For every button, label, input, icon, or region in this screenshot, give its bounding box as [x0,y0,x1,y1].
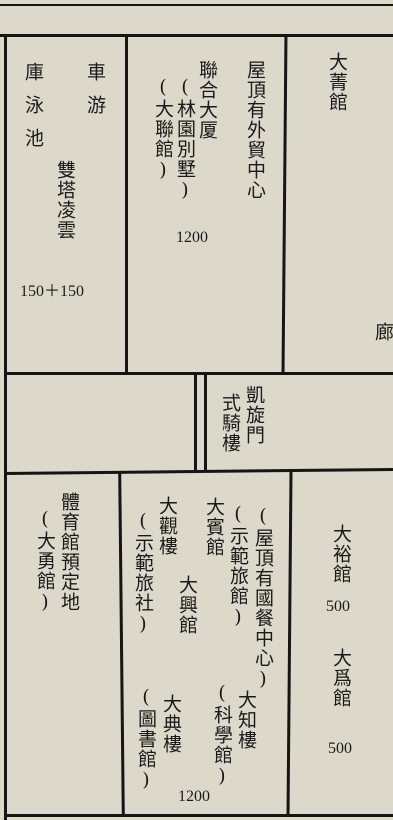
dawei-hall-label: 大爲館 [330,648,352,708]
top-border-line [0,4,393,6]
corridor-label: 廊 [372,322,393,342]
garage-pool-right: 車游 [84,62,106,128]
rooftop-restaurant-label: (屋頂有國餐中心) [252,505,274,691]
upper-divider-line [0,34,393,37]
left-border-line [4,34,7,820]
stadium-site-label: 體育館預定地 [58,492,80,612]
lianhe-building-size: 1200 [176,229,208,246]
dadian-building-label: 大典樓 [160,694,182,754]
middle-wall-1 [194,375,197,471]
dayu-hall-size: 500 [326,598,350,615]
lianhe-building-alt2: (大聯館) [152,76,174,182]
top-wall-2 [281,35,288,373]
daguan-building-label: 大觀樓 [156,496,178,556]
middle-wall-2 [204,375,207,471]
twin-towers-label: 雙塔凌雲 [54,160,76,240]
bottom-wall-2 [286,471,293,817]
garage-pool-left: 庫泳池 [22,62,44,161]
dayu-hall-label: 大裕館 [330,524,352,584]
daxing-hall-label: 大興館 [176,575,198,635]
bottom-border-line [4,814,393,817]
lianhe-building-alt1: (林園別墅) [174,76,196,202]
lianhe-building-label: 聯合大厦 [196,60,218,140]
dabin-hall-label: 大賓館 [203,497,225,557]
rooftop-trade-center-label: 屋頂有外貿中心 [244,60,266,200]
arcade-style-label: 式騎樓 [219,393,241,453]
daqing-hall-label: 大菁館 [326,52,348,112]
bottom-wall-1 [118,471,125,817]
triumphal-arch-label: 凱旋門 [243,385,265,445]
daguan-alt-label: (示範旅社) [132,510,154,636]
middle-band-top-line [4,372,393,375]
dazhi-building-label: 大知樓 [235,690,257,750]
stadium-alt-label: (大勇館) [34,508,56,614]
dawei-hall-size: 500 [328,740,352,757]
bottom-size-label: 1200 [178,788,210,805]
middle-band-bottom-line [3,467,393,476]
dabin-alt-label: (示範旅館) [227,503,249,629]
twin-towers-size: 150＋150 [20,283,85,300]
library-alt-label: (圖書館) [135,686,157,792]
top-wall-1 [125,36,128,372]
science-hall-alt-label: (科學館) [211,682,233,788]
